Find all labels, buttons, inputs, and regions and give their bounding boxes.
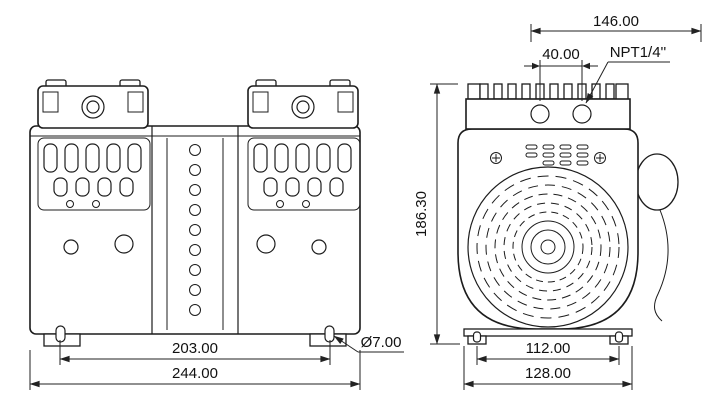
front-view [29, 79, 361, 347]
foot-slot-right [324, 325, 335, 343]
arrowhead [532, 62, 540, 70]
arrowhead [582, 62, 590, 70]
side-mount-hole [114, 234, 134, 254]
port-thread-label: NPT1/4'' [610, 44, 667, 61]
dim-112: 112.00 [476, 340, 620, 365]
cap-bolt-boss [81, 95, 105, 119]
leader-line [585, 61, 609, 104]
side-base-bar [463, 328, 633, 337]
fan-guard [467, 166, 629, 328]
dimension-label: 128.00 [525, 365, 571, 382]
cap-bolt-boss [291, 95, 315, 119]
discharge-port [572, 104, 592, 124]
side-mount-hole [311, 239, 327, 255]
dimension-label: 203.00 [172, 340, 218, 357]
fan-guard-rim [467, 166, 629, 328]
leader-npt: NPT1/4'' [585, 44, 670, 104]
leader-line [333, 335, 359, 353]
dimension-label: 146.00 [593, 13, 639, 30]
cylinder-head [465, 83, 631, 130]
dimension-label: 112.00 [526, 340, 571, 357]
front-left-head-cap [37, 79, 149, 129]
foot-slot-left [55, 325, 66, 343]
cooling-fins-right [247, 137, 361, 211]
dimension-label: 186.30 [413, 191, 430, 237]
dim-186: 186.30 [413, 83, 460, 345]
motor-body-outline [457, 128, 639, 330]
cooling-fins-left [37, 137, 151, 211]
side-foot-slot-right [614, 331, 624, 343]
housing-screw-left [490, 152, 502, 164]
front-right-head-cap [247, 79, 359, 129]
dimension-label: 40.00 [542, 46, 580, 63]
side-mount-hole [256, 234, 276, 254]
suction-port [530, 104, 550, 124]
bolt-hole-column [189, 144, 201, 316]
slot-diameter-label: Ø7.00 [361, 334, 402, 351]
dim-40: 40.00 [524, 46, 598, 101]
center-crankcase [151, 126, 239, 334]
dim-146: 146.00 [530, 13, 702, 42]
dim-244: 244.00 [29, 350, 361, 390]
housing-screw-right [594, 152, 606, 164]
leader-7: Ø7.00 [333, 334, 404, 353]
capacitor [635, 153, 679, 211]
side-mount-hole [63, 239, 79, 255]
head-outline [465, 98, 631, 130]
dim-203: 203.00 [59, 340, 331, 365]
front-body-outline [29, 125, 361, 335]
dimensions: 146.00 40.00 NPT1/4'' 186.30 [29, 13, 702, 390]
dimension-label: 244.00 [172, 365, 218, 382]
side-view [457, 83, 679, 345]
power-cord [654, 209, 669, 322]
fan-hub [521, 220, 575, 274]
side-foot-slot-left [472, 331, 482, 343]
dim-128: 128.00 [463, 346, 633, 390]
vent-slots [525, 144, 589, 166]
